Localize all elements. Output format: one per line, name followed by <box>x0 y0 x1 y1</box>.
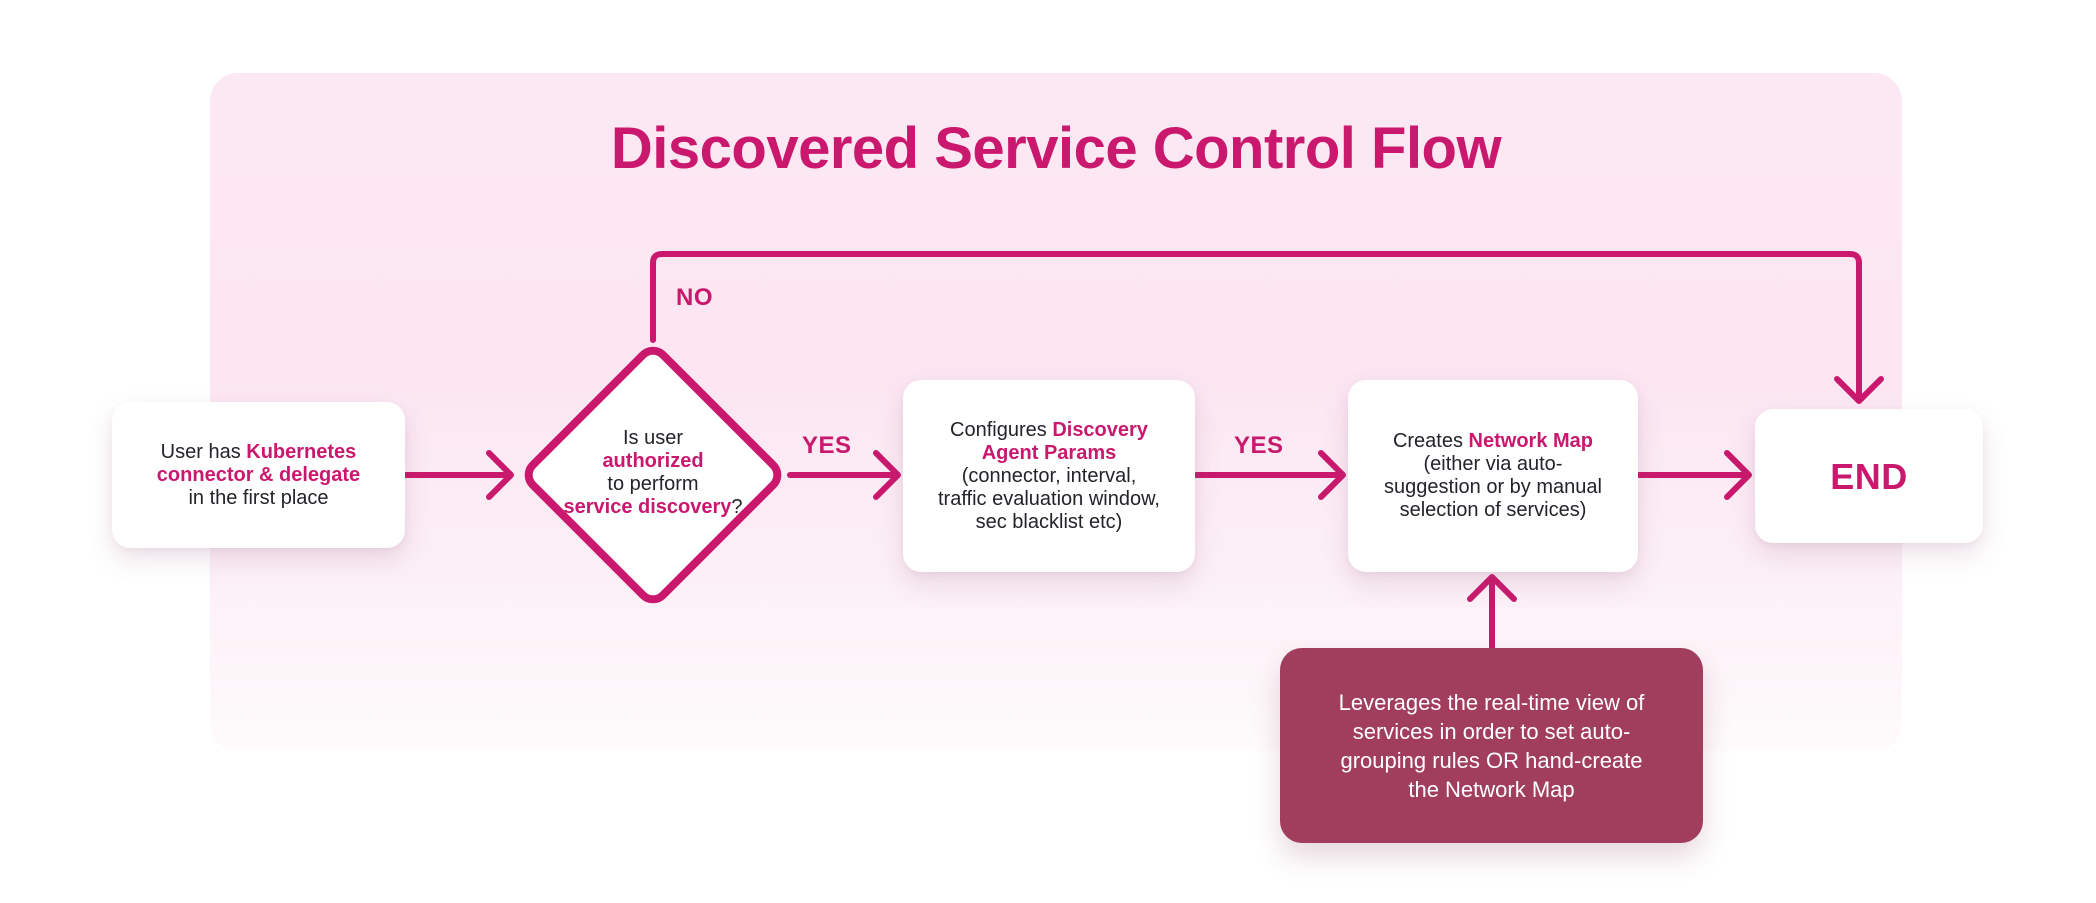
end-node-label: END <box>1830 455 1908 497</box>
create-node: Creates Network Map (either via auto- su… <box>1348 380 1638 572</box>
create-node-text: Creates Network Map (either via auto- su… <box>1384 430 1602 521</box>
start-node: User has Kubernetes connector & delegate… <box>112 402 405 548</box>
configure-node-text: Configures Discovery Agent Params (conne… <box>938 418 1160 533</box>
configure-node: Configures Discovery Agent Params (conne… <box>903 380 1195 572</box>
yes-label-1: YES <box>802 432 852 459</box>
end-node: END <box>1755 409 1983 543</box>
note-box: Leverages the real-time view of services… <box>1280 648 1703 843</box>
decision-node-text: Is user authorized to perform service di… <box>563 427 743 518</box>
start-node-text: User has Kubernetes connector & delegate… <box>156 440 361 509</box>
yes-label-2: YES <box>1234 432 1284 459</box>
no-label: NO <box>676 284 713 311</box>
note-box-text: Leverages the real-time view of services… <box>1338 689 1645 802</box>
flow-title: Discovered Service Control Flow <box>610 116 1502 181</box>
